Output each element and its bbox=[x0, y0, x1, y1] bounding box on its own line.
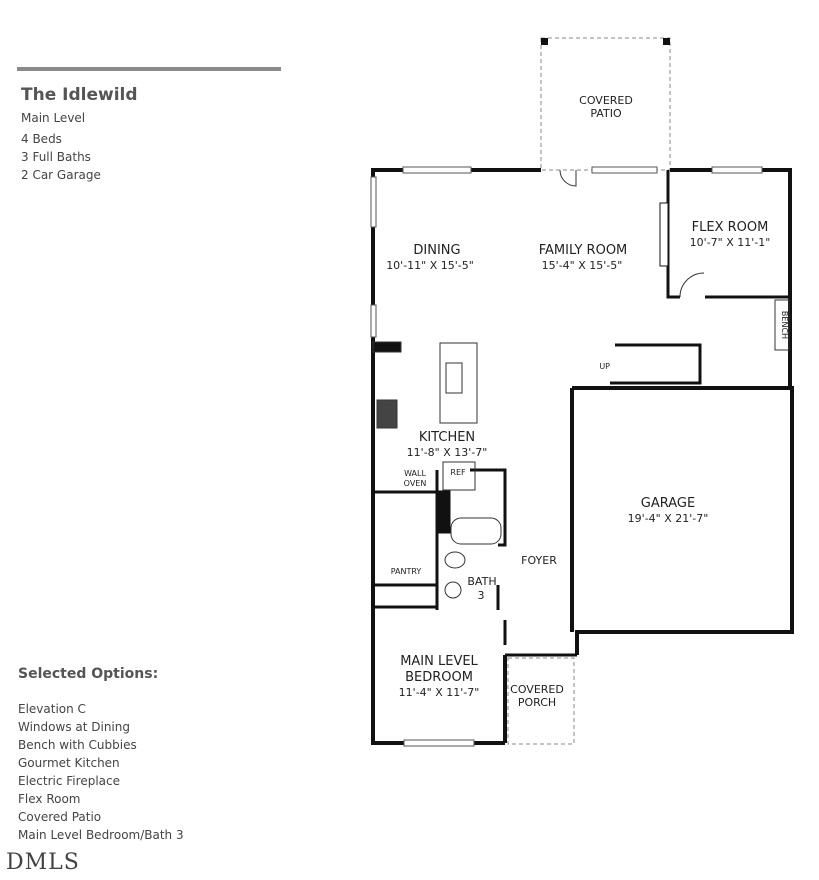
option-item: Gourmet Kitchen bbox=[18, 756, 120, 770]
dining-name: DINING bbox=[413, 243, 460, 258]
option-item: Windows at Dining bbox=[18, 720, 130, 734]
beds-label: 4 Beds bbox=[21, 132, 62, 146]
covered-patio: COVERED PATIO bbox=[540, 37, 671, 171]
option-item: Main Level Bedroom/Bath 3 bbox=[18, 828, 184, 842]
dmls-watermark: DMLS bbox=[6, 850, 80, 875]
kitchen-dim: 11'-8" X 13'-7" bbox=[407, 446, 488, 459]
dining-dim: 10'-11" X 15'-5" bbox=[386, 259, 474, 272]
wall-oven-label: WALL bbox=[404, 469, 426, 478]
bedroom-dim: 11'-4" X 11'-7" bbox=[399, 686, 480, 699]
option-item: Electric Fireplace bbox=[18, 774, 120, 788]
porch-label: COVERED bbox=[510, 683, 564, 696]
flex-room-dim: 10'-7" X 11'-1" bbox=[690, 236, 771, 249]
pantry-label: PANTRY bbox=[391, 567, 422, 576]
flex-room-name: FLEX ROOM bbox=[692, 220, 769, 235]
bench-label: BENCH bbox=[780, 311, 789, 339]
garage-dim: 19'-4" X 21'-7" bbox=[628, 512, 709, 525]
interior-walls bbox=[373, 170, 790, 657]
fixtures bbox=[372, 169, 790, 599]
patio-label: COVERED bbox=[579, 94, 633, 107]
windows bbox=[370, 166, 763, 747]
plan-title: The Idlewild bbox=[21, 85, 138, 105]
header-divider bbox=[17, 67, 281, 71]
bath-number: 3 bbox=[478, 589, 485, 602]
baths-label: 3 Full Baths bbox=[21, 150, 91, 164]
foyer-label: FOYER bbox=[521, 554, 557, 567]
options-heading: Selected Options: bbox=[18, 666, 159, 682]
wall-oven-label: OVEN bbox=[404, 479, 427, 488]
patio-label: PATIO bbox=[590, 107, 622, 120]
bedroom-name: BEDROOM bbox=[405, 670, 473, 685]
bath-label: BATH bbox=[467, 575, 496, 588]
stairs-up-label: UP bbox=[599, 362, 610, 371]
porch-label: PORCH bbox=[518, 696, 556, 709]
option-item: Covered Patio bbox=[18, 810, 102, 824]
level-label: Main Level bbox=[21, 111, 86, 125]
option-item: Flex Room bbox=[18, 792, 81, 806]
kitchen-name: KITCHEN bbox=[419, 430, 475, 445]
family-room-dim: 15'-4" X 15'-5" bbox=[542, 259, 623, 272]
family-room-name: FAMILY ROOM bbox=[539, 243, 628, 258]
garage-label: 2 Car Garage bbox=[21, 168, 101, 182]
covered-porch: COVERED PORCH bbox=[507, 657, 575, 745]
garage-name: GARAGE bbox=[641, 496, 695, 511]
option-item: Elevation C bbox=[18, 702, 86, 716]
ref-label: REF bbox=[450, 468, 466, 477]
bedroom-name: MAIN LEVEL bbox=[400, 654, 478, 669]
option-item: Bench with Cubbies bbox=[18, 738, 137, 752]
